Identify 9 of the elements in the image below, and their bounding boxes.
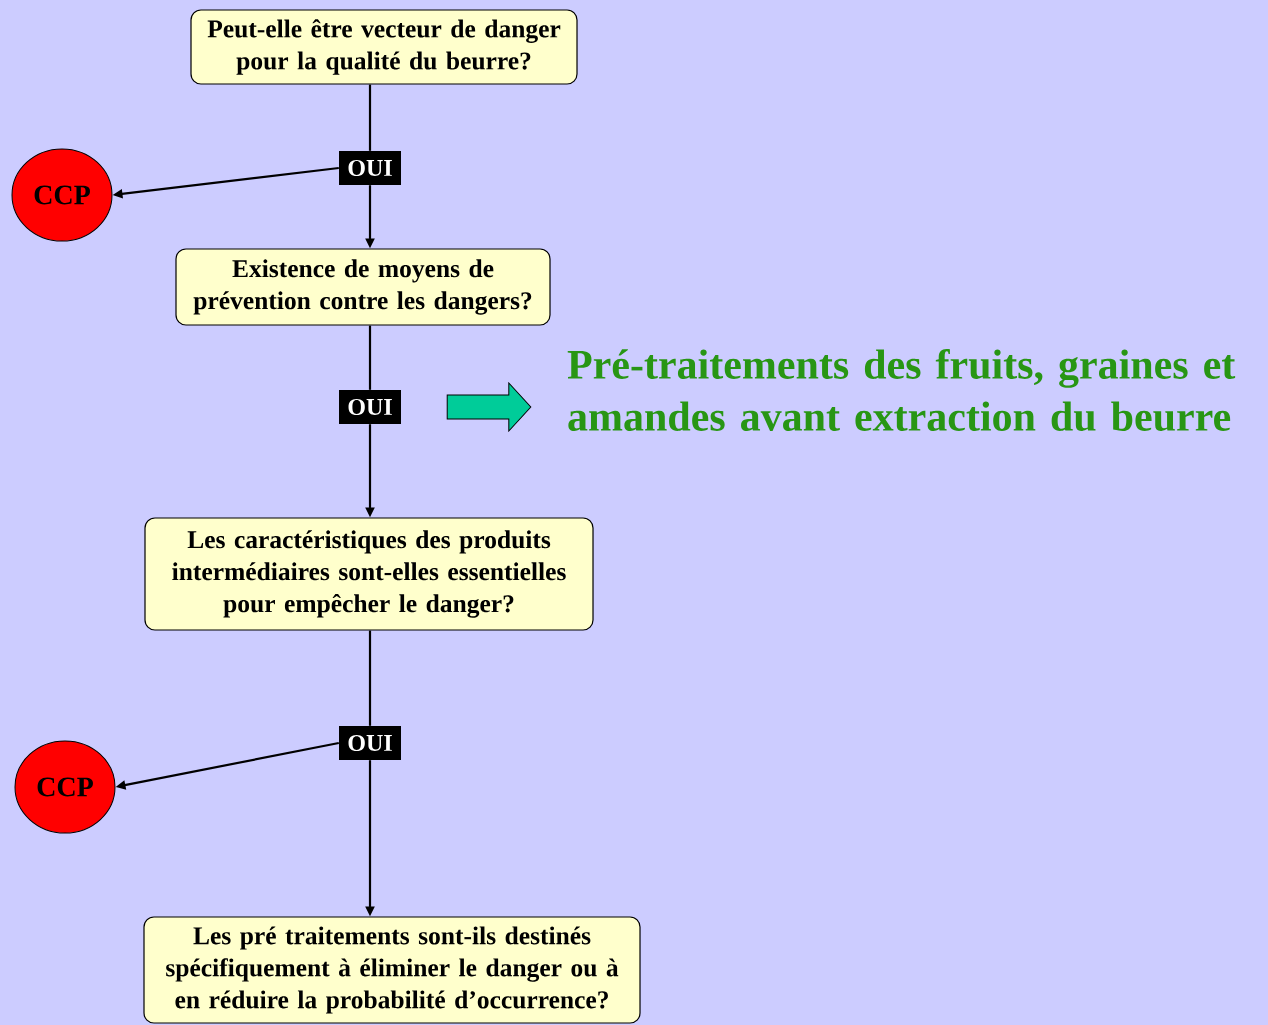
answer-label: OUI	[339, 726, 401, 760]
question-box: Les caractéristiques des produits intermédiaires sont-elles essentielles pour empêcher le danger?	[144, 517, 594, 631]
question-box: Les pré traitements sont-ils destinés spécifiquement à éliminer le danger ou à en réduire la probabilité d’occurrence?	[143, 916, 641, 1024]
callout-text: Pré-traitements des fruits, graines et amandes avant extraction du beurre	[567, 348, 1236, 432]
answer-label: OUI	[339, 151, 401, 185]
question-box: Existence de moyens de prévention contre les dangers?	[175, 248, 551, 326]
answer-label: OUI	[339, 390, 401, 424]
block-arrow	[446, 382, 532, 432]
question-box: Peut-elle être vecteur de danger pour la qualité du beurre?	[190, 9, 578, 85]
